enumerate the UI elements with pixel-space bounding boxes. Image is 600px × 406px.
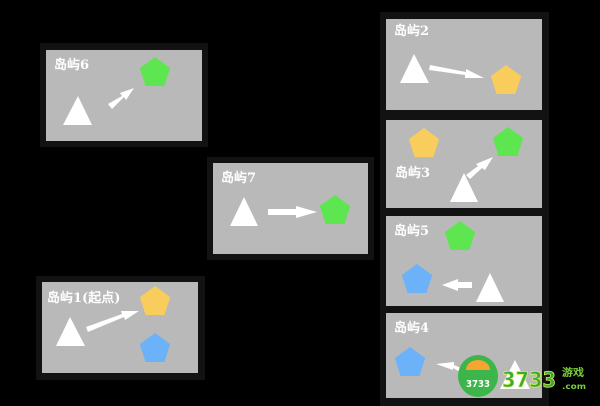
island-4-label: 岛屿4: [394, 320, 429, 336]
arrow: [108, 88, 134, 109]
arrow: [268, 206, 317, 218]
logo-badge-text: 3733: [466, 379, 490, 390]
island-5-label: 岛屿5: [394, 223, 429, 239]
triangle-marker: [450, 173, 478, 202]
arrow: [429, 65, 484, 78]
island-2-panel: 岛屿2: [386, 19, 542, 110]
triangle-marker: [63, 96, 92, 125]
island-6-label: 岛屿6: [54, 57, 89, 73]
island-3-panel: 岛屿3: [386, 120, 542, 208]
triangle-marker: [500, 360, 530, 389]
triangle-marker: [56, 317, 85, 346]
triangle-marker: [230, 197, 258, 226]
arrow: [86, 311, 139, 332]
island-1-panel: 岛屿1(起点): [36, 276, 205, 380]
island-5-panel: 岛屿5: [386, 216, 542, 306]
island-1-label: 岛屿1(起点): [47, 290, 120, 306]
island-3-label: 岛屿3: [395, 165, 430, 181]
island-2-label: 岛屿2: [394, 23, 429, 39]
island-6-panel: 岛屿6: [40, 43, 208, 147]
site-watermark-logo: 3733 3733 游戏 .com: [458, 355, 586, 397]
logo-domain-text: .com: [562, 382, 586, 391]
triangle-marker: [400, 54, 429, 83]
logo-suffix-text: 游戏: [562, 366, 584, 379]
island-7-label: 岛屿7: [221, 170, 256, 186]
arrow: [466, 157, 493, 179]
triangle-marker: [476, 273, 504, 302]
logo-brand-text: 3733: [502, 368, 556, 392]
arrow: [436, 362, 470, 377]
island-7-panel: 岛屿7: [207, 157, 374, 260]
arrow: [442, 279, 472, 291]
